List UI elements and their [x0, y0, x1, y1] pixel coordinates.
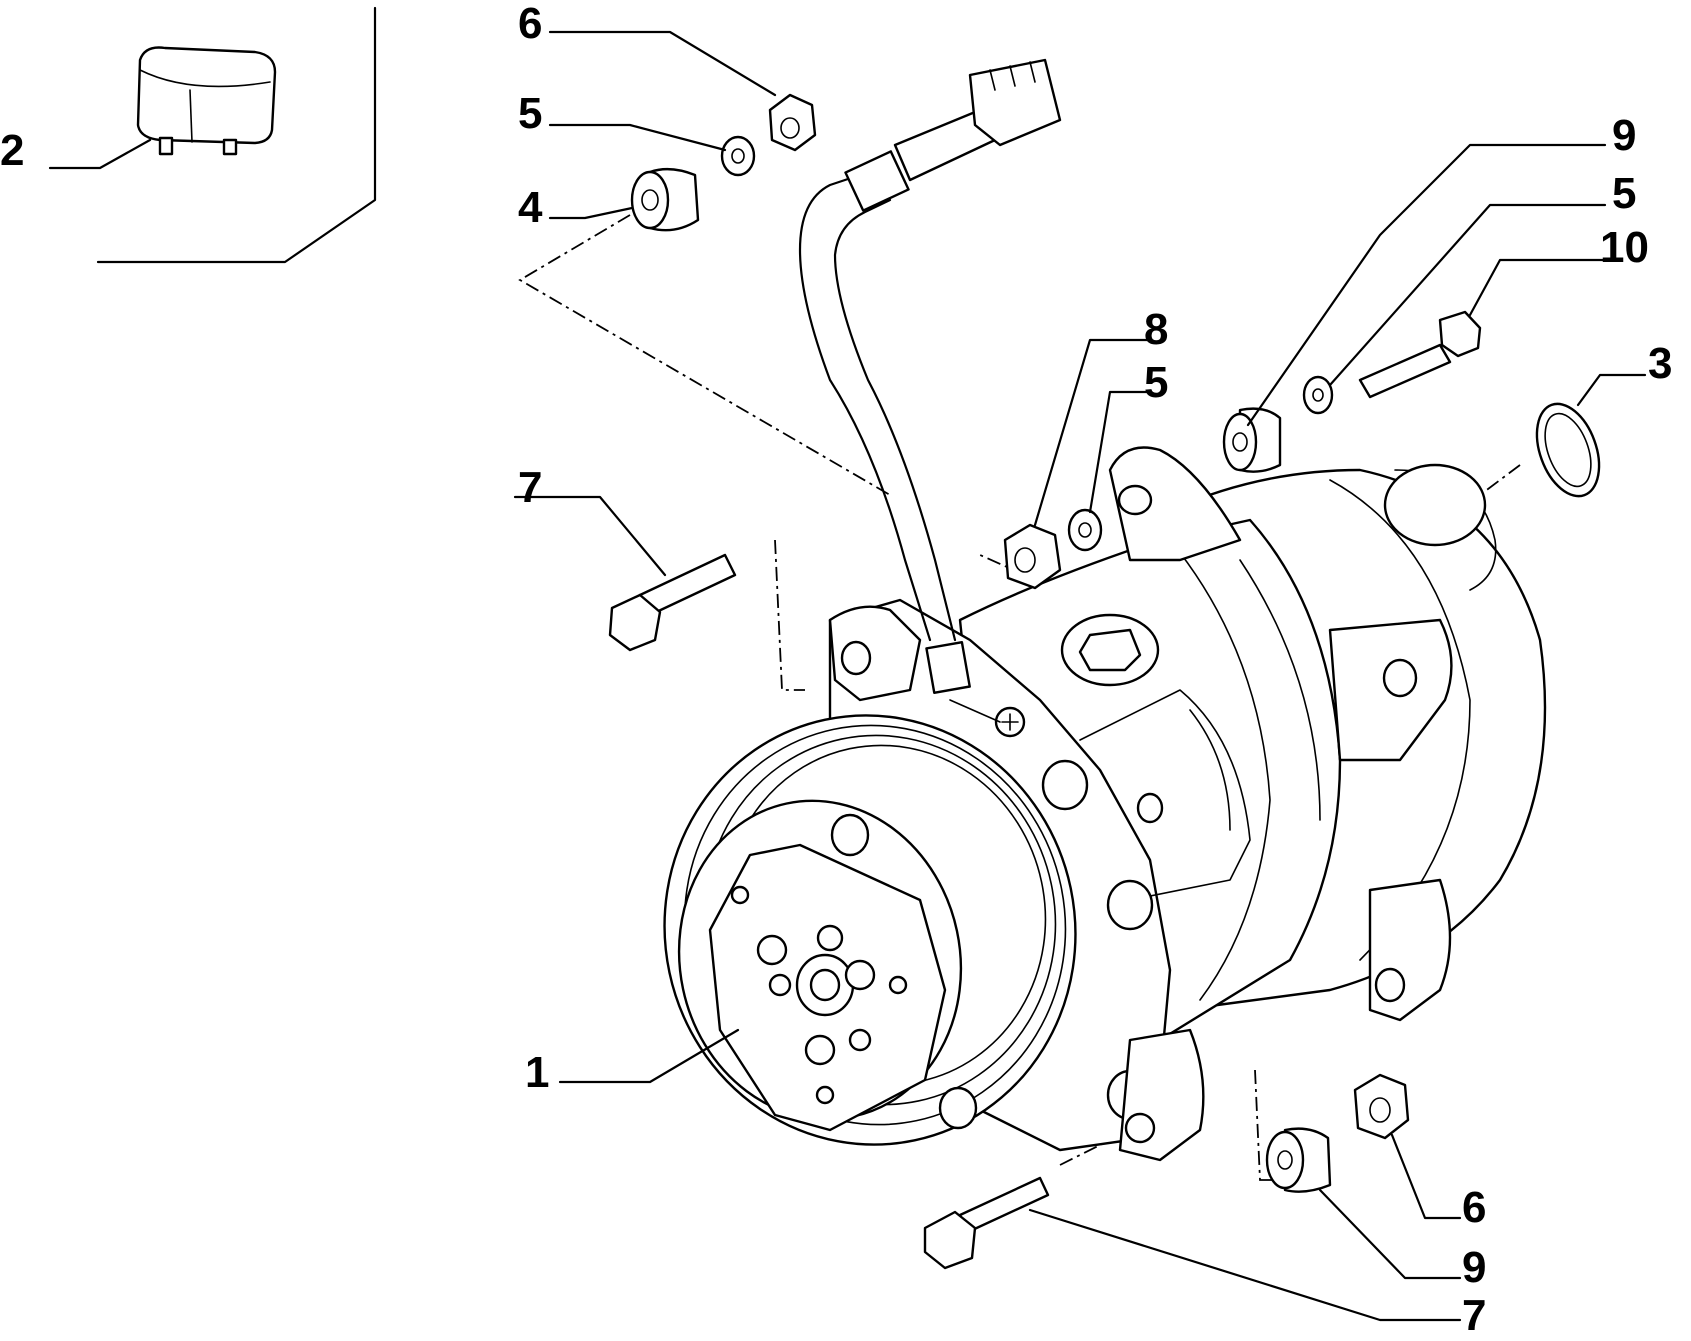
- callout-1: 1: [525, 1048, 549, 1097]
- callout-4: 4: [518, 183, 543, 232]
- callout-7-bottom: 7: [1462, 1291, 1486, 1340]
- callout-3: 3: [1648, 339, 1672, 388]
- callout-6-bottom: 6: [1462, 1183, 1486, 1232]
- callout-5-right: 5: [1612, 169, 1636, 218]
- callout-2: 2: [0, 126, 24, 175]
- callout-9-top: 9: [1612, 111, 1636, 160]
- callout-7-left: 7: [518, 463, 542, 512]
- harness-hose: [798, 58, 1062, 738]
- pulley-clutch: [663, 714, 1077, 1146]
- relay-frame: [96, 6, 377, 264]
- callout-5-mid: 5: [1144, 358, 1168, 407]
- callout-6-top: 6: [518, 0, 542, 48]
- small-parts: [608, 93, 1601, 1270]
- callout-5-top: 5: [518, 89, 542, 138]
- relay-part: [136, 46, 277, 156]
- callout-9-bottom: 9: [1462, 1243, 1486, 1292]
- callout-8: 8: [1144, 305, 1168, 354]
- leader-lines: [48, 30, 1647, 1322]
- callout-10: 10: [1600, 223, 1649, 272]
